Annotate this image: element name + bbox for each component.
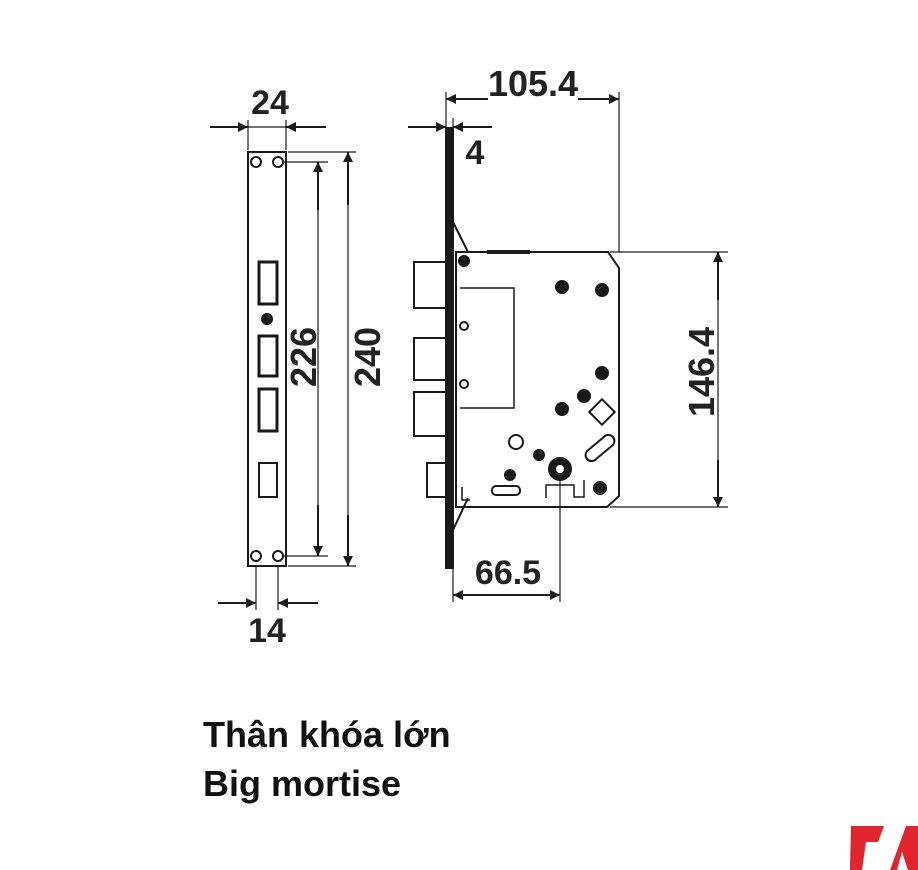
- faceplate-tab: [452, 497, 469, 531]
- front-view: [247, 151, 287, 567]
- auxiliary-opening: [258, 462, 278, 498]
- dim-case-depth: 105.4: [488, 63, 578, 104]
- screw-hole: [272, 550, 284, 562]
- screw-hole: [250, 156, 262, 168]
- screw-hole: [250, 550, 262, 562]
- oblong-slot: [584, 433, 616, 463]
- faceplate-edge: [445, 127, 454, 569]
- caption-vietnamese: Thân khóa lớn: [203, 714, 451, 755]
- latch-bolt: [413, 261, 447, 309]
- faceplate-tab: [452, 221, 469, 253]
- caption-english: Big mortise: [203, 763, 402, 804]
- bolt-opening: [257, 387, 279, 433]
- spindle-square: [587, 397, 617, 427]
- dim-faceplate-width: 24: [251, 84, 289, 122]
- dim-inner-height: 226: [283, 327, 324, 387]
- auxiliary-latch: [426, 462, 447, 498]
- side-view: [413, 127, 620, 569]
- front-view-dimensions: [210, 120, 356, 610]
- dead-bolt: [413, 337, 447, 381]
- side-view-dimensions: [408, 92, 728, 602]
- dim-case-height: 146.4: [681, 327, 722, 417]
- screw-hole: [272, 156, 284, 168]
- dim-faceplate-thickness: 4: [466, 134, 485, 172]
- faceplate-outline: [247, 151, 287, 567]
- inner-slider: [460, 287, 515, 409]
- center-dot: [261, 313, 273, 325]
- lock-case-outline: [455, 251, 620, 508]
- dim-backset: 66.5: [475, 554, 541, 592]
- dead-bolt: [413, 391, 447, 437]
- dim-total-height: 240: [347, 327, 388, 387]
- bolt-opening: [257, 334, 279, 378]
- dim-screw-spacing: 14: [248, 612, 286, 650]
- latch-opening: [257, 260, 279, 306]
- brand-logo-icon: [850, 826, 918, 870]
